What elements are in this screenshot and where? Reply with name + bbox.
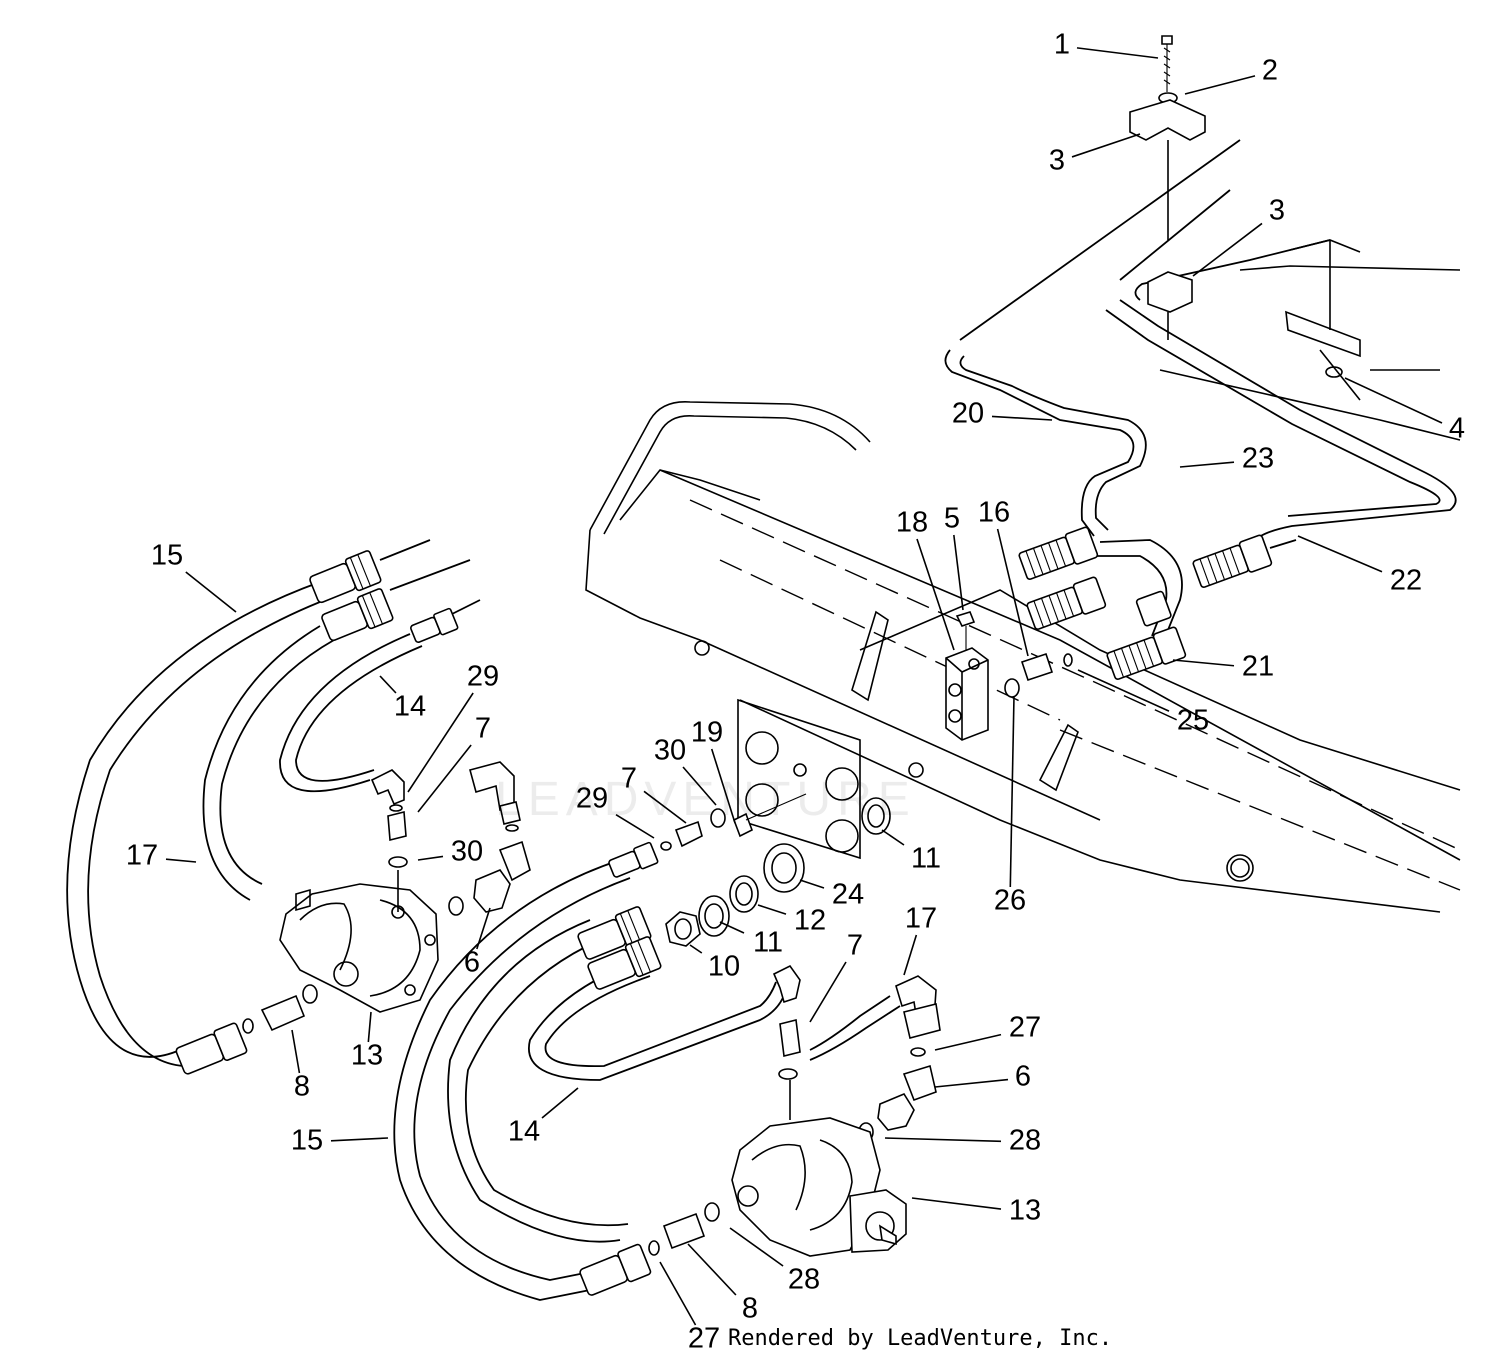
callout-c11b: 11 xyxy=(753,927,783,959)
leader-c26 xyxy=(1009,695,1015,888)
leader-c12 xyxy=(757,904,787,915)
leader-c15a xyxy=(185,571,237,613)
leader-c11a xyxy=(881,829,905,846)
callout-c3b: 3 xyxy=(1269,195,1285,227)
leader-c29b xyxy=(615,814,655,839)
callout-c8b: 8 xyxy=(742,1293,758,1325)
leader-c11b xyxy=(719,921,745,934)
callout-c14b: 14 xyxy=(508,1116,540,1148)
leader-c6b xyxy=(934,1078,1009,1088)
leader-c6a xyxy=(476,907,491,950)
leader-c8b xyxy=(687,1243,737,1296)
callout-c22: 22 xyxy=(1390,565,1422,597)
right-fittings xyxy=(945,526,1297,741)
pump-left xyxy=(279,870,439,1013)
leader-c23 xyxy=(1179,461,1235,468)
left-hoses xyxy=(66,539,531,1075)
callout-c26: 26 xyxy=(994,885,1026,917)
leader-c18 xyxy=(916,538,955,651)
callout-c21: 21 xyxy=(1242,651,1274,683)
leader-c2 xyxy=(1184,75,1256,95)
leader-c14b xyxy=(541,1087,579,1119)
leader-c7a xyxy=(417,744,472,813)
callout-c5: 5 xyxy=(944,503,960,535)
leader-c1 xyxy=(1076,47,1159,59)
callout-c19: 19 xyxy=(691,717,723,749)
leader-c27a xyxy=(934,1033,1002,1051)
leader-c17b xyxy=(903,934,918,976)
center-parts xyxy=(660,793,891,947)
callout-c23: 23 xyxy=(1242,443,1274,475)
callout-c15a: 15 xyxy=(151,540,183,572)
leader-lines xyxy=(165,47,1443,1326)
leader-c15b xyxy=(330,1137,389,1142)
leader-c13a xyxy=(367,1011,372,1043)
callout-c14a: 14 xyxy=(394,691,426,723)
leader-c14a xyxy=(379,675,397,694)
callout-c29a: 29 xyxy=(467,661,499,693)
callout-c17b: 17 xyxy=(905,903,937,935)
leader-c30a xyxy=(417,855,444,861)
callout-c30b: 30 xyxy=(654,735,686,767)
leader-c7c xyxy=(809,961,847,1023)
leader-c4 xyxy=(1344,377,1443,424)
callout-c7c: 7 xyxy=(847,930,863,962)
callout-c8a: 8 xyxy=(294,1071,310,1103)
leader-c20 xyxy=(991,415,1053,421)
leader-c13b xyxy=(911,1197,1002,1210)
leader-c8a xyxy=(291,1029,301,1074)
callout-c12: 12 xyxy=(794,905,826,937)
frame-assembly xyxy=(585,401,1461,913)
credit-text: Rendered by LeadVenture, Inc. xyxy=(728,1326,1112,1351)
callout-c27a: 27 xyxy=(1009,1012,1041,1044)
leader-c5 xyxy=(953,534,964,611)
leader-c10 xyxy=(689,944,703,954)
callout-c16: 16 xyxy=(978,497,1010,529)
leader-c7b xyxy=(643,790,687,824)
leader-c22 xyxy=(1297,535,1383,573)
callout-c6b: 6 xyxy=(1015,1061,1031,1093)
leader-c24 xyxy=(799,879,825,889)
callout-c10: 10 xyxy=(708,951,740,983)
callout-c7a: 7 xyxy=(475,713,491,745)
callout-c11a: 11 xyxy=(911,843,941,875)
leader-c3b xyxy=(1192,222,1263,277)
leader-c28b xyxy=(729,1227,784,1267)
pump-right xyxy=(731,1117,907,1257)
leader-c28a xyxy=(884,1137,1002,1143)
hydraulic-tubes xyxy=(944,139,1461,641)
leader-c29a xyxy=(407,692,474,793)
callout-c20: 20 xyxy=(952,398,984,430)
callout-c13b: 13 xyxy=(1009,1195,1041,1227)
callout-c15b: 15 xyxy=(291,1125,323,1157)
leader-c16 xyxy=(996,528,1029,657)
callout-c27b: 27 xyxy=(688,1323,720,1355)
callout-c7b: 7 xyxy=(621,763,637,795)
callout-c13a: 13 xyxy=(351,1040,383,1072)
callout-c2: 2 xyxy=(1262,55,1278,87)
leader-c27b xyxy=(659,1261,697,1326)
callout-c18: 18 xyxy=(896,507,928,539)
callout-c6a: 6 xyxy=(464,947,480,979)
callout-c30a: 30 xyxy=(451,836,483,868)
callout-c24: 24 xyxy=(832,879,864,911)
callout-c25: 25 xyxy=(1177,705,1209,737)
leader-c21 xyxy=(1172,659,1235,667)
callout-c29b: 29 xyxy=(576,783,608,815)
leader-c19 xyxy=(710,748,736,824)
leader-c17a xyxy=(165,858,197,863)
callout-c28a: 28 xyxy=(1009,1125,1041,1157)
callout-c28b: 28 xyxy=(788,1264,820,1296)
tube-clamps xyxy=(1129,35,1361,401)
callout-c17a: 17 xyxy=(126,840,158,872)
leader-c30b xyxy=(682,766,717,806)
watermark: LEADVENTURE xyxy=(495,773,916,826)
leader-c3a xyxy=(1071,133,1141,158)
callout-c4: 4 xyxy=(1449,413,1465,445)
leader-c25 xyxy=(1077,669,1170,712)
callout-c1: 1 xyxy=(1054,29,1070,61)
callout-c3a: 3 xyxy=(1049,145,1065,177)
